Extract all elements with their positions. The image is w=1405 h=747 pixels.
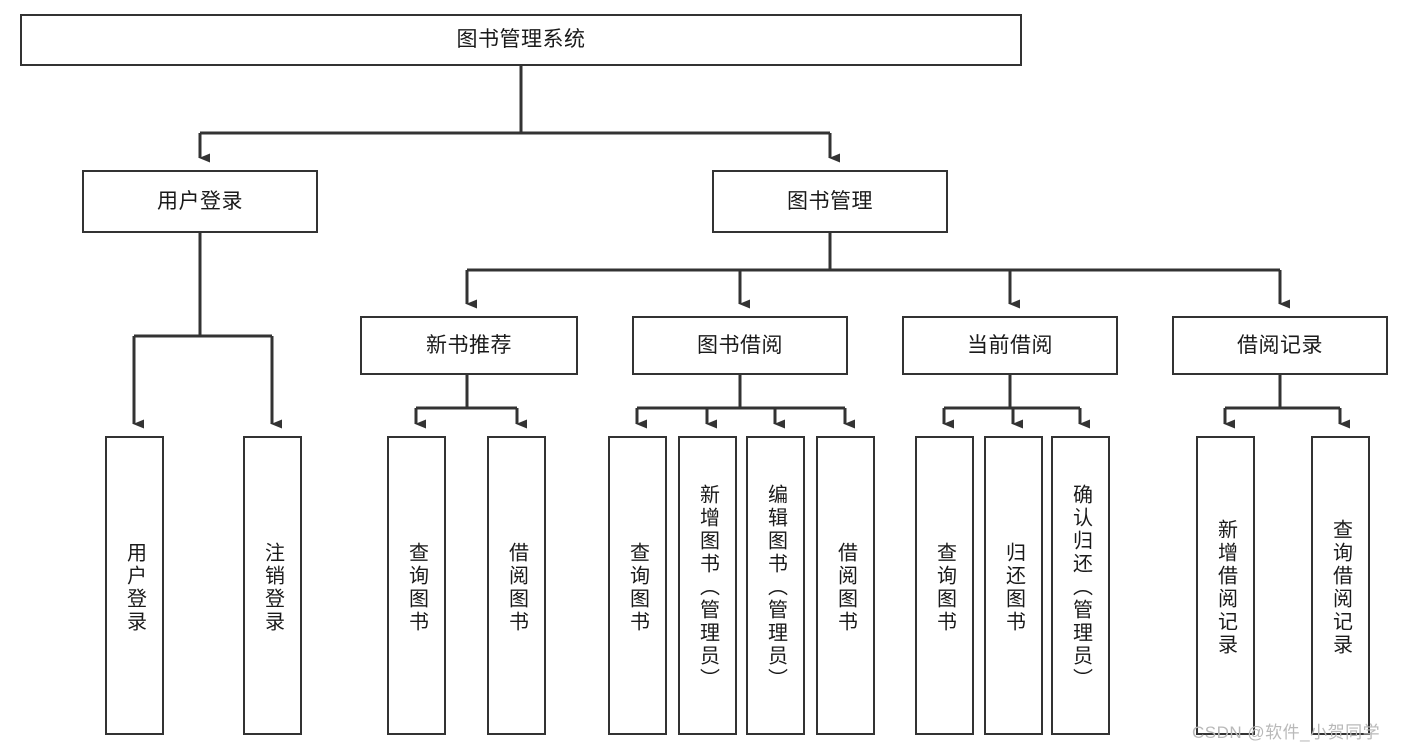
node-leaf-add-record[interactable]: 新增借阅记录 — [1196, 436, 1255, 735]
node-root-system[interactable]: 图书管理系统 — [20, 14, 1022, 66]
node-leaf-label: 查询图书 — [626, 542, 649, 634]
node-borrow-record-label: 借阅记录 — [1237, 333, 1323, 357]
node-current-borrow[interactable]: 当前借阅 — [902, 316, 1118, 375]
node-book-borrow[interactable]: 图书借阅 — [632, 316, 848, 375]
node-leaf-label: 借阅图书 — [834, 542, 857, 634]
node-leaf-return-book[interactable]: 归还图书 — [984, 436, 1043, 735]
csdn-watermark: CSDN @软件_小贺同学 — [1192, 723, 1381, 742]
node-leaf-query-book-1[interactable]: 查询图书 — [387, 436, 446, 735]
node-current-borrow-label: 当前借阅 — [967, 333, 1053, 357]
node-book-borrow-label: 图书借阅 — [697, 333, 783, 357]
node-borrow-record[interactable]: 借阅记录 — [1172, 316, 1388, 375]
node-leaf-label: 查询图书 — [933, 542, 956, 634]
node-leaf-label: 新增图书（管理员） — [696, 484, 719, 691]
node-leaf-label: 用户登录 — [123, 542, 146, 634]
node-leaf-query-book-2[interactable]: 查询图书 — [608, 436, 667, 735]
node-leaf-borrow-book-2[interactable]: 借阅图书 — [816, 436, 875, 735]
node-leaf-confirm-return[interactable]: 确认归还（管理员） — [1051, 436, 1110, 735]
node-user-login-label: 用户登录 — [157, 189, 243, 213]
node-new-book-recommend-label: 新书推荐 — [426, 333, 512, 357]
node-book-manage-label: 图书管理 — [787, 189, 873, 213]
node-leaf-label: 查询借阅记录 — [1329, 519, 1352, 657]
node-leaf-query-book-3[interactable]: 查询图书 — [915, 436, 974, 735]
node-leaf-label: 归还图书 — [1002, 542, 1025, 634]
node-new-book-recommend[interactable]: 新书推荐 — [360, 316, 578, 375]
node-leaf-label: 查询图书 — [405, 542, 428, 634]
node-leaf-query-record[interactable]: 查询借阅记录 — [1311, 436, 1370, 735]
node-leaf-borrow-book-1[interactable]: 借阅图书 — [487, 436, 546, 735]
node-user-login[interactable]: 用户登录 — [82, 170, 318, 233]
node-leaf-user-login[interactable]: 用户登录 — [105, 436, 164, 735]
node-book-manage[interactable]: 图书管理 — [712, 170, 948, 233]
node-leaf-logout[interactable]: 注销登录 — [243, 436, 302, 735]
node-leaf-add-book[interactable]: 新增图书（管理员） — [678, 436, 737, 735]
node-leaf-label: 借阅图书 — [505, 542, 528, 634]
node-root-label: 图书管理系统 — [456, 28, 586, 52]
node-leaf-label: 确认归还（管理员） — [1069, 484, 1092, 691]
node-leaf-label: 编辑图书（管理员） — [764, 484, 787, 691]
node-leaf-label: 注销登录 — [261, 542, 284, 634]
node-leaf-label: 新增借阅记录 — [1214, 519, 1237, 657]
node-leaf-edit-book[interactable]: 编辑图书（管理员） — [746, 436, 805, 735]
